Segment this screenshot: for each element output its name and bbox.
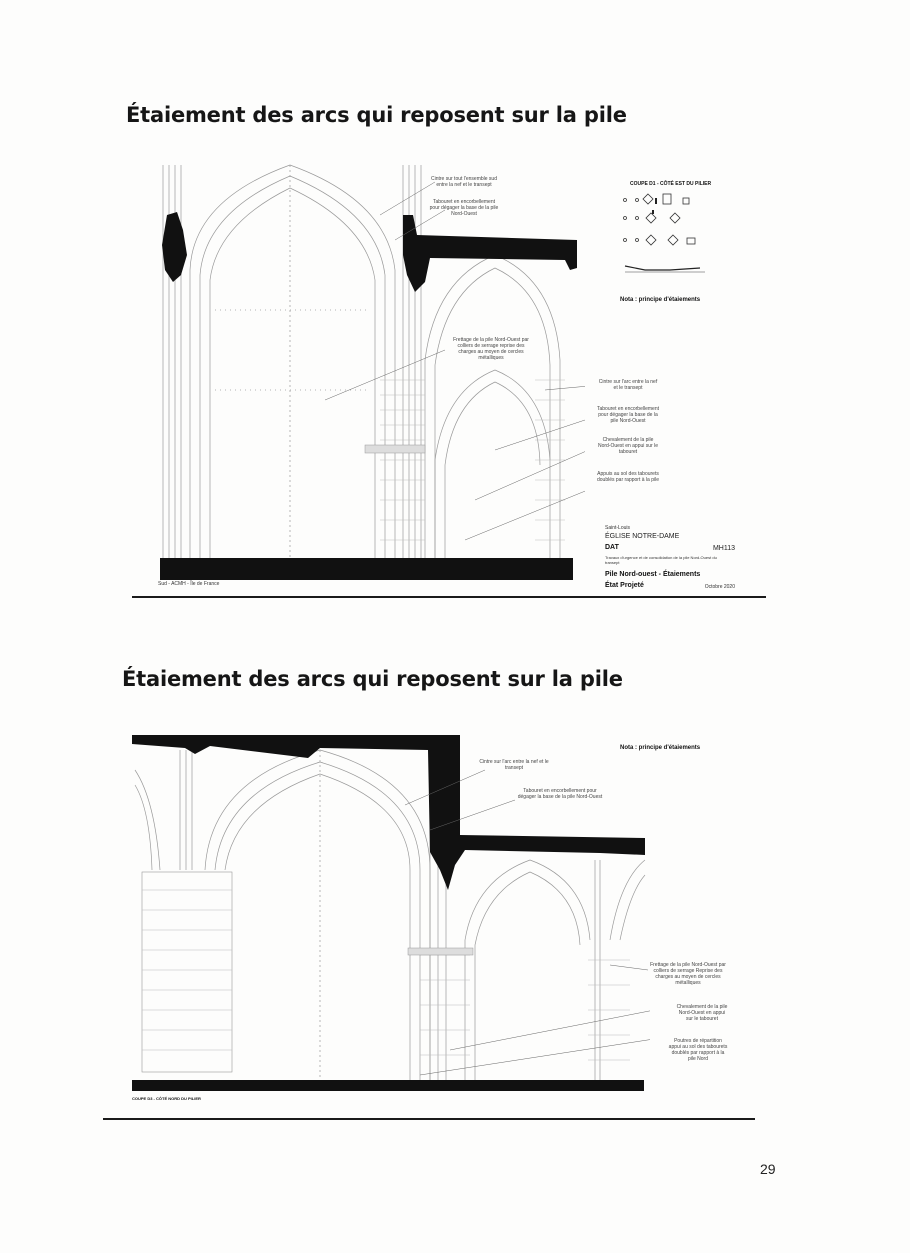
section-title-2: Étaiement des arcs qui reposent sur la p… bbox=[122, 667, 623, 691]
drawing-coupe-d3 bbox=[132, 735, 650, 1091]
nota-1: Nota : principe d'étaiements bbox=[620, 297, 701, 303]
annotation: Cintre sur tout l'ensemble sud entre la … bbox=[431, 176, 497, 188]
cartouche: Saint-Louis ÉGLISE NOTRE-DAME DAT MH113 … bbox=[605, 525, 735, 595]
cartouche-subtitle: Travaux d'urgence et de consolidation de… bbox=[605, 555, 717, 565]
annotation: Chevalement de la pile Nord-Ouest en app… bbox=[597, 437, 659, 455]
page-number: 29 bbox=[760, 1161, 776, 1177]
annotation: Frettage de la pile Nord-Ouest par colli… bbox=[650, 962, 726, 986]
cartouche-church: ÉGLISE NOTRE-DAME bbox=[605, 533, 680, 540]
annotation: Cintre sur l'arc entre la nef et le tran… bbox=[598, 379, 658, 391]
cartouche-phase: DAT bbox=[605, 544, 619, 551]
section-title-1: Étaiement des arcs qui reposent sur la p… bbox=[126, 103, 627, 127]
divider-2 bbox=[103, 1118, 755, 1120]
divider-1 bbox=[132, 596, 766, 598]
inset-title: COUPE D1 - CÔTÉ EST DU PILIER bbox=[630, 181, 712, 187]
annotation: Tabouret en encorbellement pour dégager … bbox=[517, 788, 603, 800]
cartouche-state: État Projeté bbox=[605, 582, 644, 589]
inset-plan bbox=[623, 193, 705, 273]
cartouche-code: MH113 bbox=[712, 545, 735, 552]
annotation: Chevalement de la pile Nord-Ouest en app… bbox=[676, 1004, 728, 1022]
drawing-coupe-d1 bbox=[160, 164, 585, 580]
annotation: Tabouret en encorbellement pour dégager … bbox=[429, 199, 499, 217]
cartouche-sheet: Pile Nord-ouest - Étaiements bbox=[605, 571, 701, 578]
annotation: Poutres de répartition appui au sol des … bbox=[668, 1038, 728, 1062]
cartouche-city: Saint-Louis bbox=[605, 525, 631, 531]
cartouche-date: Octobre 2020 bbox=[704, 584, 735, 590]
annotation: Cintre sur l'arc entre la nef et le tran… bbox=[479, 759, 549, 771]
annotation: Appuis au sol des tabourets doublés par … bbox=[597, 471, 659, 483]
coupe-caption: COUPE D3 - CÔTÉ NORD DU PILIER bbox=[132, 1096, 201, 1101]
annotation: Frettage de la pile Nord-Ouest par colli… bbox=[453, 337, 529, 361]
nota-2: Nota : principe d'étaiements bbox=[620, 745, 701, 751]
drawing-credit: Sud - ACMH - Île de France bbox=[158, 581, 220, 587]
annotation: Tabouret en encorbellement pour dégager … bbox=[597, 406, 659, 424]
